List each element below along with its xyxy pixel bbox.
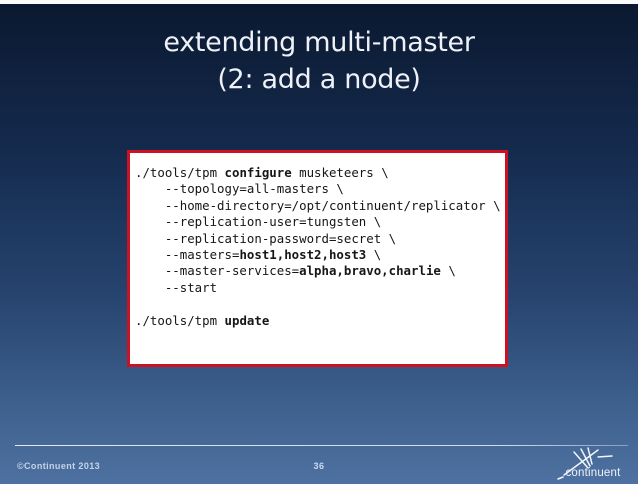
- code-box: ./tools/tpm configure musketeers \ --top…: [127, 150, 508, 367]
- slide-title-line2: (2: add a node): [217, 64, 421, 95]
- copyright-text: ©Continuent 2013: [17, 461, 101, 471]
- slide-background: extending multi-master (2: add a node) .…: [0, 4, 638, 484]
- slide-title: extending multi-master (2: add a node): [0, 24, 638, 98]
- top-margin: [0, 0, 638, 4]
- continuent-starburst-icon: [557, 447, 613, 480]
- code-block: ./tools/tpm configure musketeers \ --top…: [135, 165, 501, 328]
- continuent-logo: continuent: [548, 444, 630, 486]
- continuent-logo-text: continuent: [565, 467, 621, 479]
- footer-divider: [15, 445, 628, 446]
- slide-title-line1: extending multi-master: [163, 27, 475, 58]
- page-number: 36: [313, 461, 325, 471]
- bottom-margin: [0, 484, 638, 493]
